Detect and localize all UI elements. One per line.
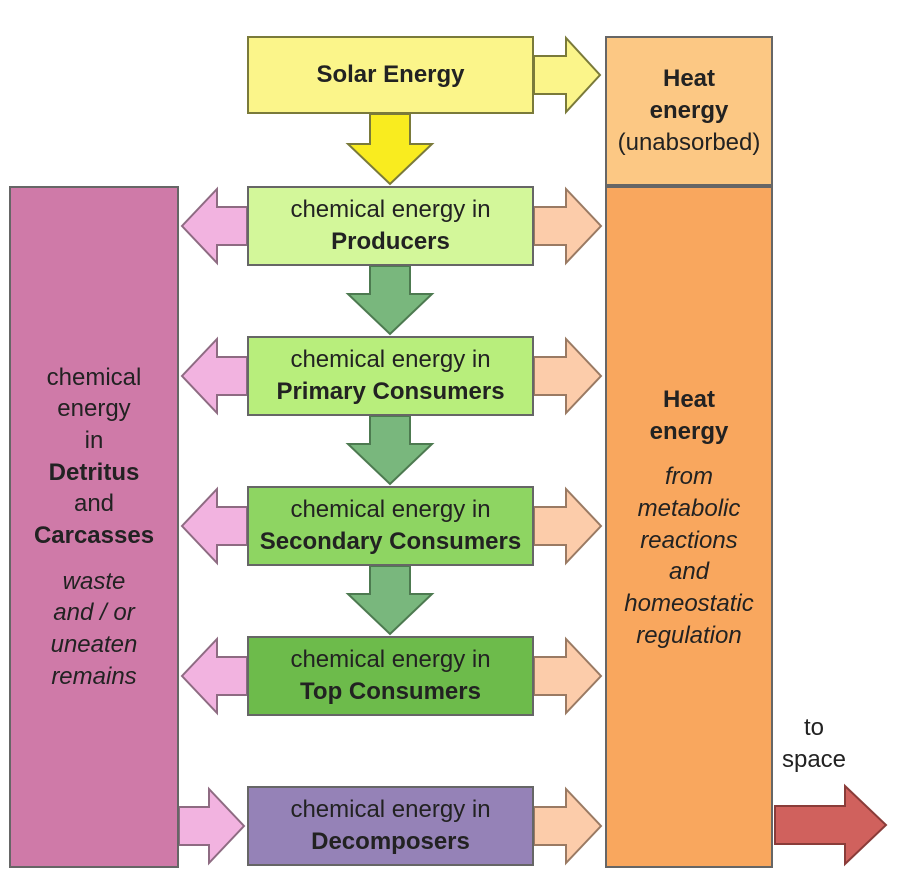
detritus-line-5: and bbox=[73, 490, 115, 518]
decomposers-prefix: chemical energy in bbox=[290, 796, 491, 824]
solar-to-producers-arrow bbox=[345, 113, 435, 186]
secondary-to-top-arrow bbox=[345, 565, 435, 636]
to-space-line-2: space bbox=[781, 745, 847, 773]
heat-metabolic-box: Heat energy from metabolic reactions and… bbox=[605, 186, 773, 868]
heat-italic-5: homeostatic bbox=[624, 590, 754, 618]
detritus-italic-3: uneaten bbox=[50, 631, 138, 659]
detritus-carcasses-box: chemical energy in Detritus and Carcasse… bbox=[9, 186, 179, 868]
top-consumers-box: chemical energy in Top Consumers bbox=[247, 636, 534, 716]
secondary-consumers-box: chemical energy in Secondary Consumers bbox=[247, 486, 534, 566]
top-to-detritus-arrow bbox=[180, 636, 248, 716]
producers-to-primary-arrow bbox=[345, 265, 435, 336]
heat-label: Heat bbox=[662, 65, 716, 93]
top-label: Top Consumers bbox=[300, 678, 481, 705]
primary-label: Primary Consumers bbox=[276, 378, 505, 405]
decomposers-box: chemical energy in Decomposers bbox=[247, 786, 534, 866]
solar-energy-box: Solar Energy bbox=[247, 36, 534, 114]
producers-label: Producers bbox=[331, 228, 450, 255]
detritus-to-decomposers-arrow bbox=[178, 786, 246, 866]
detritus-label: Detritus bbox=[48, 458, 140, 486]
heat-unabsorbed-box: Heat energy (unabsorbed) bbox=[605, 36, 773, 186]
detritus-italic-2: and / or bbox=[53, 599, 135, 627]
secondary-prefix: chemical energy in bbox=[290, 496, 491, 524]
heat-main-label: Heat bbox=[662, 386, 716, 413]
primary-to-heat-arrow bbox=[533, 336, 603, 416]
carcasses-label: Carcasses bbox=[33, 522, 155, 549]
primary-consumers-box: chemical energy in Primary Consumers bbox=[247, 336, 534, 416]
detritus-italic-4: remains bbox=[51, 662, 137, 690]
primary-to-detritus-arrow bbox=[180, 336, 248, 416]
energy-label: energy bbox=[649, 97, 729, 125]
producers-to-heat-arrow bbox=[533, 186, 603, 266]
decomposers-label: Decomposers bbox=[311, 828, 470, 855]
heat-italic-1: from bbox=[665, 463, 713, 491]
heat-italic-2: metabolic bbox=[637, 495, 741, 523]
top-to-heat-arrow bbox=[533, 636, 603, 716]
solar-to-heat-arrow bbox=[533, 35, 602, 115]
to-space-line-1: to bbox=[803, 714, 824, 741]
detritus-line-1: chemical bbox=[46, 363, 142, 391]
decomposers-to-heat-arrow bbox=[533, 786, 603, 866]
secondary-to-detritus-arrow bbox=[180, 486, 248, 566]
heat-italic-6: regulation bbox=[636, 621, 742, 649]
heat-italic-3: reactions bbox=[640, 526, 738, 554]
producers-prefix: chemical energy in bbox=[290, 196, 491, 224]
top-prefix: chemical energy in bbox=[290, 646, 491, 674]
secondary-label: Secondary Consumers bbox=[259, 528, 522, 555]
primary-prefix: chemical energy in bbox=[290, 346, 491, 374]
heat-italic-4: and bbox=[668, 558, 710, 586]
heat-main-energy: energy bbox=[649, 417, 729, 445]
solar-energy-label: Solar Energy bbox=[316, 61, 465, 89]
producers-to-detritus-arrow bbox=[180, 186, 248, 266]
unabsorbed-label: (unabsorbed) bbox=[617, 128, 761, 156]
to-space-label: to space bbox=[770, 712, 858, 775]
primary-to-secondary-arrow bbox=[345, 415, 435, 486]
to-space-arrow bbox=[774, 783, 888, 867]
detritus-line-3: in bbox=[84, 426, 104, 454]
detritus-line-2: energy bbox=[57, 395, 131, 423]
producers-box: chemical energy in Producers bbox=[247, 186, 534, 266]
detritus-italic-1: waste bbox=[62, 567, 126, 595]
secondary-to-heat-arrow bbox=[533, 486, 603, 566]
